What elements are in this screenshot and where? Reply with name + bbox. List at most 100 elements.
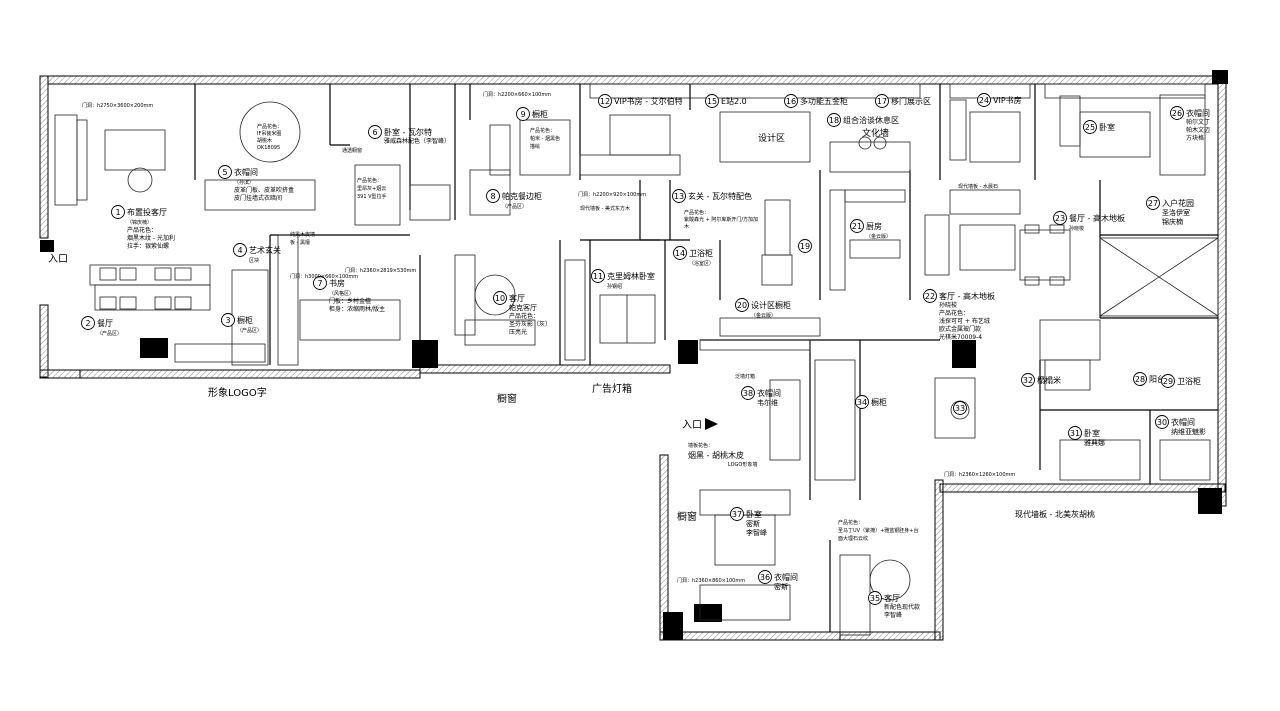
room-number-circle <box>221 313 235 327</box>
ruby-note-2: 面大理石云纹 <box>838 535 868 542</box>
room-number: 27 <box>1148 199 1158 208</box>
room-number-circle <box>784 94 798 108</box>
room-note: 皮门挂墙式衣暗间 <box>234 194 282 202</box>
room-name: 帕克餐边柜 <box>502 191 542 201</box>
room-subtitle: 区块 <box>249 257 259 264</box>
room-name: 客厅 <box>509 293 525 303</box>
room-name: 衣帽间 <box>757 388 781 398</box>
room-number: 13 <box>674 192 684 201</box>
room-number-circle <box>81 316 95 330</box>
room-marker-14: 14 卫浴柜 （浴室区） <box>673 246 714 267</box>
room-subtitle: 锦庆楠 <box>1162 217 1183 226</box>
room-name: 榻榻米 <box>1037 375 1061 385</box>
logo-wall-label: 形象LOGO字 <box>208 386 267 399</box>
entrance-arrow-icon <box>705 418 718 430</box>
wall-color-label: 墙板花色： <box>688 442 713 449</box>
ruby-note: 圣马丁UV（紫掩）+雅蓝银胚身+台 <box>838 527 918 534</box>
room-name: 入户花园 <box>1162 198 1194 208</box>
room-number: 37 <box>732 510 742 519</box>
room-number-circle <box>218 165 232 179</box>
pure-board-label-2: 板 - 黑檀 <box>290 239 310 246</box>
room-number-circle <box>827 113 841 127</box>
room-number-circle <box>1155 415 1169 429</box>
room-name: E站2.0 <box>721 96 747 106</box>
room-number-circle <box>1053 211 1067 225</box>
room-name: 卫浴柜 <box>1177 376 1201 386</box>
culture-wall-label: 文化墙 <box>862 127 889 139</box>
room-note: 烟黑木纹 - 光加利 <box>127 234 175 242</box>
room-number-circle <box>977 93 991 107</box>
room-marker-32: 32 榻榻米 <box>1021 373 1061 387</box>
room-name: 卫浴柜 <box>689 248 713 258</box>
room-name: 玄关 - 瓦尔特配色 <box>688 191 752 201</box>
furniture <box>54 83 1219 636</box>
room-number-circle <box>313 276 327 290</box>
room-number: 28 <box>1135 375 1145 384</box>
room-name: 卧室 - 瓦尔特 <box>384 127 432 137</box>
room-number: 6 <box>372 128 377 137</box>
room-subtitle: （金云版） <box>866 233 891 240</box>
room-number: 35 <box>870 594 880 603</box>
room-subtitle: （锦庆楠） <box>127 219 152 226</box>
room-number-circle <box>735 298 749 312</box>
room-subtitle: 密斯 <box>746 519 760 528</box>
note-9: 产品花色： <box>530 127 555 134</box>
room-subtitle: （浴室区） <box>689 260 714 267</box>
design-zone-label: 设计区 <box>758 132 785 144</box>
room-name: 组合洽谈休息区 <box>843 115 899 125</box>
room-subtitle: （产品区） <box>502 203 527 210</box>
room-number-circle <box>855 395 869 409</box>
room-number-circle <box>516 107 530 121</box>
room-number: 24 <box>979 96 989 105</box>
room-name: 衣帽间 <box>1171 417 1195 427</box>
room-number: 11 <box>593 272 603 281</box>
note-9b: 帕米 - 烟黑色 <box>530 135 560 142</box>
room-name: 卧室 <box>1084 428 1100 438</box>
room-number-circle <box>1083 120 1097 134</box>
room-number: 9 <box>520 110 525 119</box>
room-number-circle <box>1161 374 1175 388</box>
room-note: 新配色现代款 <box>884 603 920 611</box>
vendor-note-7: 391 V型拉手 <box>357 193 387 200</box>
room-number: 22 <box>925 292 935 301</box>
room-number-circle <box>111 205 125 219</box>
room-number: 31 <box>1070 429 1080 438</box>
note-13c: 木 <box>684 223 689 230</box>
room-number-circle <box>1021 373 1035 387</box>
room-name: 克里姆林卧室 <box>607 271 655 281</box>
room-number: 14 <box>675 249 685 258</box>
room-number-circle <box>875 94 889 108</box>
room-number-circle <box>233 243 247 257</box>
pure-board-label: 纯黑木皮墙 <box>290 231 315 238</box>
room-name: 厨房 <box>866 221 882 231</box>
room-number: 17 <box>877 97 887 106</box>
room-name: 艺术玄关 <box>249 245 281 255</box>
room-number-circle <box>923 289 937 303</box>
room-number-circle <box>486 189 500 203</box>
vendor-note-1: 产品花色： <box>257 123 282 130</box>
room-note: 雅威森林配色（李智峰） <box>384 137 450 145</box>
modern-board-label-1: 现代墙板 - 水晨石 <box>958 183 998 190</box>
note-13a: 产品花色： <box>684 209 709 216</box>
room-subtitle: 李智峰 <box>746 528 767 537</box>
room-number: 36 <box>760 573 770 582</box>
door-note-2: 门洞：h2200×660×100mm <box>483 91 551 98</box>
room-number: 19 <box>800 242 810 251</box>
room-note: 浅探可可 + 布艺绒 <box>939 317 990 325</box>
room-number-circle <box>730 507 744 521</box>
room-number-circle <box>1146 196 1160 210</box>
room-number: 26 <box>1172 109 1182 118</box>
shop-window-label-1: 橱窗 <box>497 392 517 405</box>
room-number: 33 <box>955 404 965 413</box>
door-note-4: 门洞：h3000×660×100mm <box>290 273 358 280</box>
room-number: 32 <box>1023 376 1033 385</box>
